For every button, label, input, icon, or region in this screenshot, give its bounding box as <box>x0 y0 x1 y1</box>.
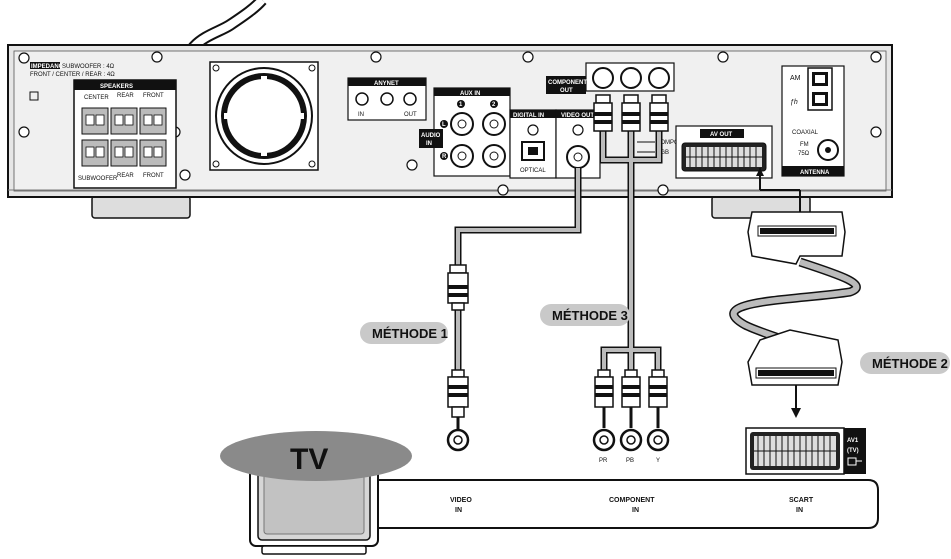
speaker-rear-label: REAR <box>117 93 134 99</box>
speaker-subwoofer-label: SUBWOOFER <box>78 176 118 182</box>
antenna-block: AM ƒh COAXIAL FM 75Ω ANTENNA <box>781 65 845 177</box>
tv-input-labels: VIDEO IN COMPONENT IN SCART IN <box>450 497 814 514</box>
fm-ohm-label: 75Ω <box>798 151 810 157</box>
scart-plug-bottom <box>747 329 843 418</box>
fm-label: FM <box>800 142 809 148</box>
impedance-line1: SUBWOOFER : 4Ω <box>62 64 115 70</box>
tv-rear-strip <box>339 479 879 529</box>
component-out-line2: OUT <box>560 88 573 94</box>
methode-2-text: MÉTHODE 2 <box>872 356 948 371</box>
tv-body <box>249 459 379 555</box>
speaker-front-label: FRONT <box>143 93 164 99</box>
coaxial-label: COAXIAL <box>792 130 819 136</box>
audio-in-line2: IN <box>426 141 432 147</box>
video-in-label-line1: VIDEO <box>450 497 472 504</box>
tv-video-in-jack <box>446 428 470 452</box>
scart-in-label-line1: SCART <box>789 497 814 504</box>
digital-in-title: DIGITAL IN <box>513 113 544 119</box>
scart-cable <box>729 257 861 345</box>
component-out-line1: COMPONENT <box>548 80 587 86</box>
scart-plug-top <box>747 168 846 265</box>
digital-in-block: DIGITAL IN OPTICAL <box>509 109 557 179</box>
pb-label: PB <box>626 458 634 464</box>
video-out-block: VIDEO OUT <box>555 109 601 179</box>
video-plug-bottom <box>447 369 469 430</box>
scart-tv-label: (TV) <box>847 448 859 454</box>
anynet-out-label: OUT <box>404 112 417 118</box>
methode-3-text: MÉTHODE 3 <box>552 308 628 323</box>
tv-scart-jack: AV1 (TV) <box>745 427 866 475</box>
anynet-in-label: IN <box>358 112 364 118</box>
cooling-fan <box>209 61 319 171</box>
speaker-center-label: CENTER <box>84 95 109 101</box>
composite-label: COMPOSITE <box>656 140 692 146</box>
scart-in-label-line2: IN <box>796 507 803 514</box>
aux-in-title: AUX IN <box>460 91 480 97</box>
audio-in-line1: AUDIO <box>421 133 441 139</box>
impedance-tag: IMPEDANCE <box>31 64 67 70</box>
methode-2-label: MÉTHODE 2 <box>860 352 950 374</box>
component-in-label-line1: COMPONENT <box>609 497 655 504</box>
speaker-rear-label-bottom: REAR <box>117 173 134 179</box>
video-plug-top <box>447 264 469 311</box>
aux-num2: 2 <box>492 102 496 108</box>
antenna-title: ANTENNA <box>800 170 830 176</box>
tv-label: TV <box>220 431 412 481</box>
tv-label-text: TV <box>290 443 328 476</box>
aux-in-block: AUX IN 1 2 L R AUDIO IN <box>419 87 511 177</box>
video-cable <box>454 168 582 370</box>
aux-num1: 1 <box>459 102 463 108</box>
rgb-label: RGB <box>656 150 669 156</box>
tv-component-in-jacks: PR PB Y <box>592 428 670 464</box>
component-out-block: COMPONENT OUT COMPOSITE RGB <box>546 62 692 156</box>
am-label: AM <box>790 75 801 82</box>
pr-label: PR <box>599 458 608 464</box>
y-label: Y <box>656 458 660 464</box>
scart-av1-label: AV1 <box>847 438 859 444</box>
methode-1-text: MÉTHODE 1 <box>372 326 448 341</box>
loop-symbol: ƒh <box>790 99 798 106</box>
indicator-square <box>29 91 39 101</box>
methode-1-label: MÉTHODE 1 <box>360 322 448 344</box>
av-out-title: AV OUT <box>710 132 733 138</box>
impedance-line2: FRONT / CENTER / REAR : 4Ω <box>30 72 115 78</box>
aux-left-mark: L <box>442 122 446 128</box>
video-in-label-line2: IN <box>455 507 462 514</box>
component-plugs-top <box>593 94 669 132</box>
anynet-block: ANYNET IN OUT <box>347 77 427 121</box>
aux-right-mark: R <box>442 154 447 160</box>
speakers-terminal-block: SPEAKERS CENTER REAR FRONT SUBWOOFER REA… <box>73 79 177 189</box>
speakers-title: SPEAKERS <box>100 84 133 90</box>
anynet-title: ANYNET <box>374 81 399 87</box>
av-out-block: AV OUT <box>675 125 773 179</box>
optical-label: OPTICAL <box>520 168 546 174</box>
component-in-label-line2: IN <box>632 507 639 514</box>
impedance-label: IMPEDANCE SUBWOOFER : 4Ω FRONT / CENTER … <box>30 62 115 78</box>
methode-3-label: MÉTHODE 3 <box>540 304 630 326</box>
speaker-front-label-bottom: FRONT <box>143 173 164 179</box>
video-out-title: VIDEO OUT <box>561 113 594 119</box>
component-plugs-bottom <box>594 369 668 428</box>
